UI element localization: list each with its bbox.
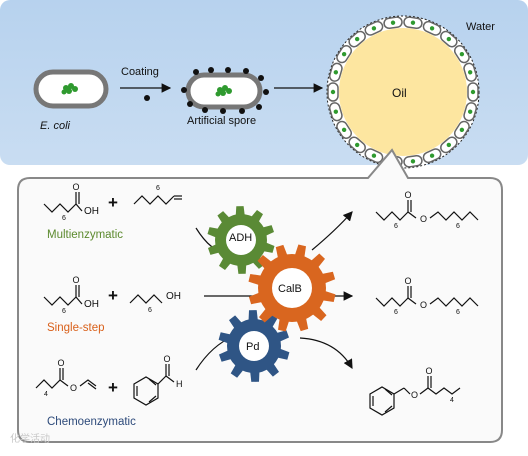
pd-gear-icon xyxy=(218,310,290,382)
ecoli-label: E. coli xyxy=(40,120,70,132)
rim-spore xyxy=(364,148,384,164)
gear-layer xyxy=(207,206,336,382)
coating-label: Coating xyxy=(121,66,159,78)
rim-spore xyxy=(453,120,470,139)
plus-sign-2: + xyxy=(108,286,118,305)
rim-spore xyxy=(403,154,423,168)
svg-text:O: O xyxy=(411,390,418,400)
oil-label: Oil xyxy=(392,86,407,100)
o-atom: O xyxy=(72,182,79,192)
reactant-octanal: 6 xyxy=(133,185,182,205)
svg-text:6: 6 xyxy=(456,223,460,230)
rim-spore xyxy=(440,30,458,48)
svg-text:O: O xyxy=(163,354,170,364)
plus-sign-1: + xyxy=(108,193,118,212)
rim-spore xyxy=(336,45,353,64)
calb-gear-label: CalB xyxy=(278,283,302,295)
product-ester-1: O O 6 6 xyxy=(375,190,479,230)
oh-group: OH xyxy=(84,206,99,217)
arrow-to-product-3 xyxy=(299,337,353,370)
reactant-vinyl-ester: O O 4 xyxy=(35,358,97,398)
rim-spore xyxy=(467,82,479,102)
rim-spore xyxy=(422,148,442,164)
svg-text:O: O xyxy=(57,358,64,368)
svg-text:O: O xyxy=(425,366,432,376)
artificial-spore xyxy=(181,67,269,114)
rim-spore xyxy=(463,62,478,82)
svg-text:6: 6 xyxy=(394,223,398,230)
rim-spore xyxy=(348,30,366,48)
artificial-spore-label: Artificial spore xyxy=(187,115,257,127)
calb-gear-icon xyxy=(248,244,336,332)
rim-spore xyxy=(328,62,343,82)
rim-spore xyxy=(383,16,403,30)
svg-text:4: 4 xyxy=(450,397,454,404)
rim-spore xyxy=(463,102,478,122)
multienzymatic-label: Multienzymatic xyxy=(47,229,124,241)
svg-text:O: O xyxy=(72,275,79,285)
rim-spore xyxy=(348,136,366,154)
rim-spore xyxy=(422,20,442,36)
reactant-octanoic-acid-2: O 6 OH xyxy=(43,275,99,315)
reactant-benzaldehyde: O H xyxy=(133,354,183,406)
coating-particle xyxy=(144,95,150,101)
green-enzyme-icon xyxy=(61,83,78,95)
plus-sign-3: + xyxy=(108,378,118,397)
svg-text:OH: OH xyxy=(84,299,99,310)
watermark: 化学活动 xyxy=(10,434,50,445)
svg-text:OH: OH xyxy=(166,291,181,302)
svg-text:6: 6 xyxy=(394,309,398,316)
svg-text:6: 6 xyxy=(148,307,152,314)
svg-text:4: 4 xyxy=(44,391,48,398)
svg-text:H: H xyxy=(176,379,183,389)
svg-text:O: O xyxy=(404,276,411,286)
reactant-octanol: 6 OH xyxy=(129,291,181,314)
rim-spore xyxy=(327,82,339,102)
chemoenzymatic-label: Chemoenzymatic xyxy=(47,416,136,428)
rim-spore xyxy=(328,102,343,122)
chain-subscript: 6 xyxy=(156,185,160,192)
single-step-label: Single-step xyxy=(47,322,105,334)
rim-spore xyxy=(364,20,384,36)
svg-text:6: 6 xyxy=(62,308,66,315)
svg-text:O: O xyxy=(420,300,427,310)
product-ester-2: O O 6 6 xyxy=(375,276,479,316)
adh-gear-label: ADH xyxy=(229,232,253,244)
ecoli-cell xyxy=(33,69,109,109)
oil-droplet xyxy=(326,15,480,169)
reactant-octanoic-acid-1: O 6 OH xyxy=(43,182,99,222)
rim-spore xyxy=(453,45,470,64)
rim-spore xyxy=(440,136,458,154)
arrow-to-product-1 xyxy=(311,211,353,251)
svg-text:O: O xyxy=(404,190,411,200)
adh-gear-icon xyxy=(207,206,275,274)
rim-spore xyxy=(403,16,423,30)
pd-gear-label: Pd xyxy=(246,341,260,353)
water-label: Water xyxy=(466,21,495,33)
product-benzyl-ester: O O 4 xyxy=(369,366,461,416)
svg-text:6: 6 xyxy=(456,309,460,316)
chain-subscript: 6 xyxy=(62,215,66,222)
rim-spore xyxy=(336,120,353,139)
svg-text:O: O xyxy=(70,383,77,393)
svg-text:O: O xyxy=(420,214,427,224)
rim-spores xyxy=(327,16,479,168)
